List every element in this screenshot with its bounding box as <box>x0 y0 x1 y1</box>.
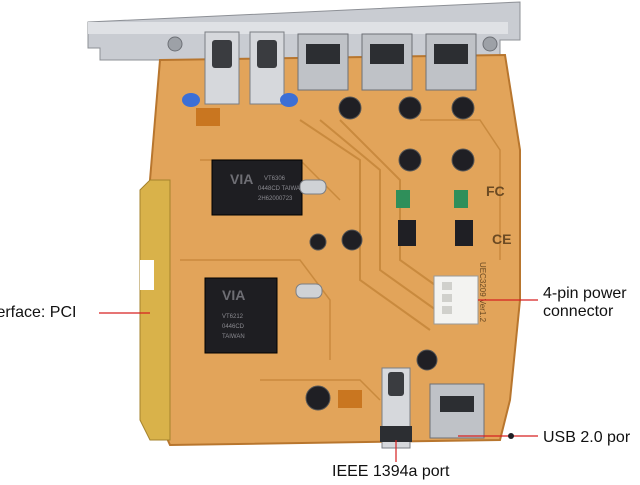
jumper <box>398 220 416 246</box>
firewire-port-top-1 <box>204 31 240 105</box>
crystal-oscillator <box>295 283 323 299</box>
usb-port-top-1 <box>297 33 349 91</box>
ce-mark: CE <box>492 231 511 247</box>
usb-controller-chip: VIA VT6212 0446CD TAIWAN <box>204 277 278 354</box>
pci-edge-connector <box>139 179 171 441</box>
chip-marking: 2H62000723 <box>258 196 293 202</box>
usb-2-port <box>429 383 485 439</box>
jumper <box>455 220 473 246</box>
usb-port-top-2 <box>361 33 413 91</box>
firewire-port-top-2 <box>249 31 285 105</box>
board-model: UEC3209 Ver1.2 <box>478 262 487 323</box>
chip-marking: VT6306 <box>264 176 286 182</box>
chip-marking: VT6212 <box>222 314 244 320</box>
smd-component <box>396 190 410 208</box>
four-pin-power-connector <box>433 275 479 325</box>
svg-text:VIA: VIA <box>230 171 253 187</box>
power-connector-label-line2: connector <box>543 303 614 320</box>
ieee-1394a-port <box>380 367 412 449</box>
chip-marking: 0446CD <box>222 324 245 330</box>
usb-port-label: USB 2.0 por <box>543 429 631 446</box>
electrolytic-capacitors <box>305 96 475 411</box>
blue-capacitor <box>182 93 200 107</box>
pci-interface-label: terface: PCI <box>0 304 77 321</box>
tantalum-capacitor <box>338 390 362 408</box>
power-connector-label-line1: 4-pin power <box>543 285 627 302</box>
chip-marking: TAIWAN <box>222 334 245 340</box>
usb-port-top-3 <box>425 33 477 91</box>
chip-marking: 0448CD TAIWAN <box>258 186 304 192</box>
usb-callout-dot <box>508 433 514 439</box>
ieee-port-label: IEEE 1394a port <box>332 463 450 480</box>
crystal-oscillator <box>299 179 327 195</box>
power-connector-label: 4-pin power connector <box>543 285 640 321</box>
fcc-logo: FC <box>486 183 505 199</box>
blue-capacitor <box>280 93 298 107</box>
tantalum-capacitor <box>196 108 220 126</box>
svg-text:VIA: VIA <box>222 287 245 303</box>
smd-component <box>454 190 468 208</box>
firewire-controller-chip: VIA VT6306 0448CD TAIWAN 2H62000723 <box>211 159 304 216</box>
